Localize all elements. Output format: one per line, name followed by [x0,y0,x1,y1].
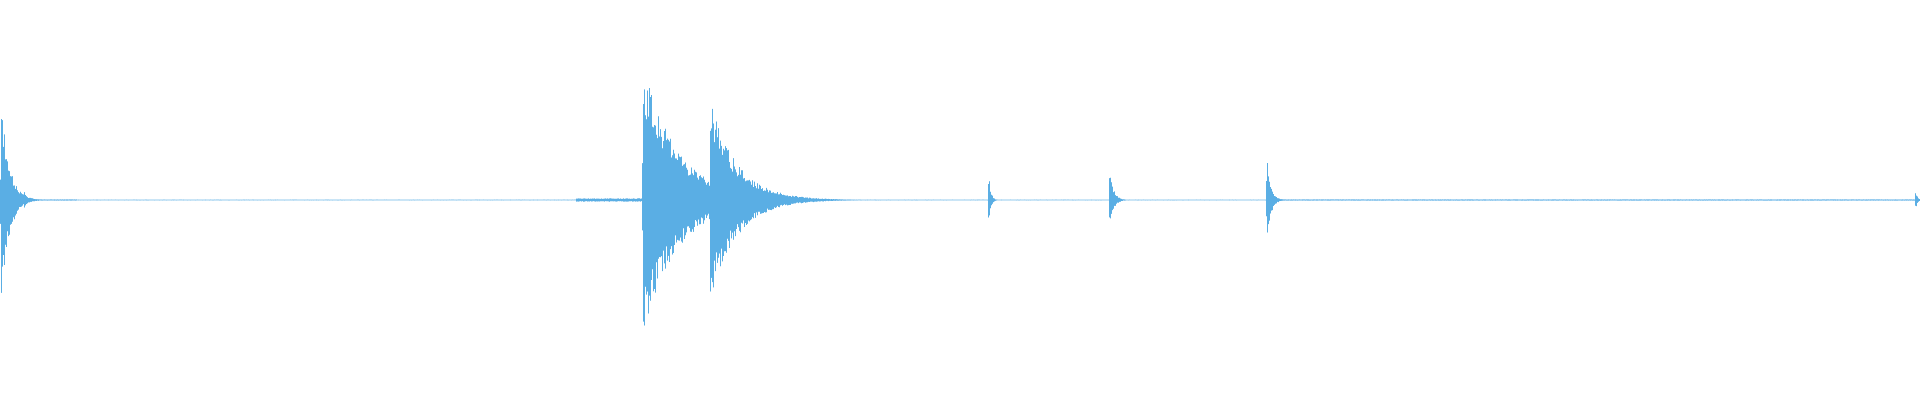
waveform-samples [0,87,1920,326]
